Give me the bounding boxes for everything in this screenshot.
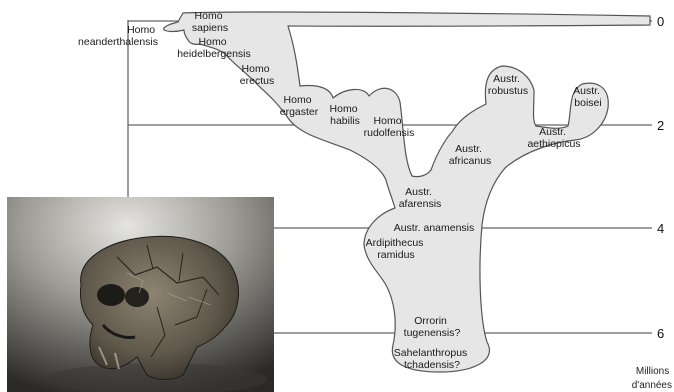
species-homo-neanderthalensis: Homo neanderthalensis [78, 24, 158, 48]
units-label: Millions d'années [632, 366, 672, 391]
species-austr-anamensis: Austr. anamensis [394, 222, 475, 234]
tick-label-4: 4 [657, 221, 664, 236]
species-homo-erectus: Homo erectus [240, 63, 274, 87]
tick-label-6: 6 [657, 326, 664, 341]
skull-image [7, 197, 274, 392]
species-austr-robustus: Austr. robustus [488, 73, 528, 97]
species-homo-habilis: Homo habilis [330, 103, 361, 127]
species-austr-boisei: Austr. boisei [573, 85, 603, 109]
fossil-skull-photo [7, 197, 274, 392]
species-homo-ergaster: Homo ergaster [280, 94, 319, 118]
tick-label-0: 0 [657, 14, 664, 29]
tick-label-2: 2 [657, 118, 664, 133]
species-sahelanthropus-tchadensis: Sahelanthropus tchadensis? [394, 347, 470, 371]
species-homo-sapiens: Homo sapiens [192, 10, 228, 34]
